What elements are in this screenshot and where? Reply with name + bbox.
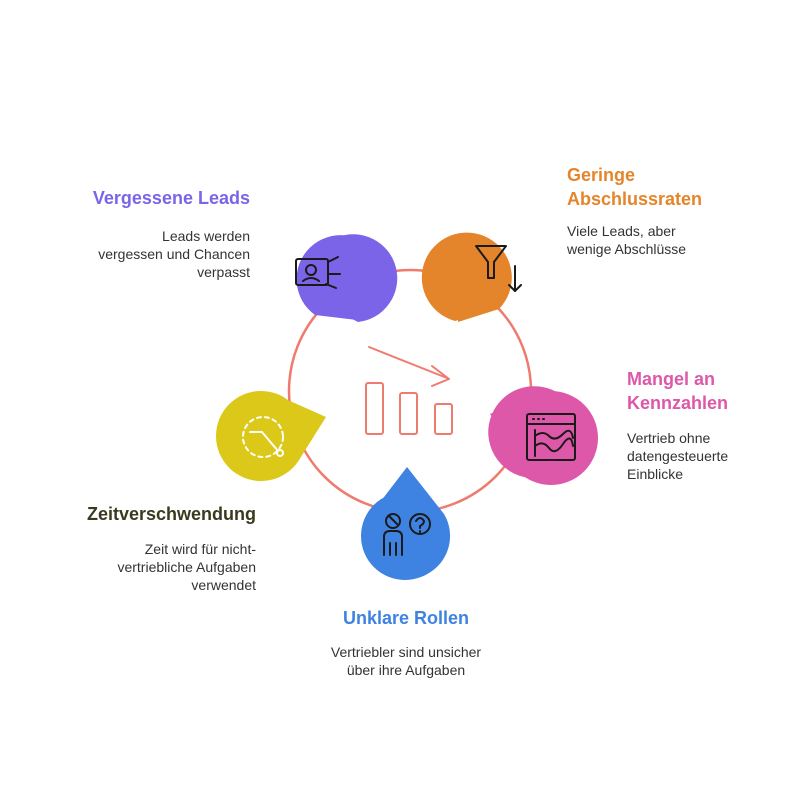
- node-geringe-abschlussraten: [421, 232, 522, 322]
- title-line: Abschlussraten: [567, 189, 703, 209]
- node-vergessene-leads: [295, 234, 398, 322]
- desc-line: verpasst: [197, 264, 250, 280]
- desc-line: über ihre Aufgaben: [346, 662, 466, 678]
- desc-line: verwendet: [191, 577, 256, 593]
- desc-line: datengesteuerte: [627, 448, 729, 464]
- desc-line: vertriebliche Aufgaben: [117, 559, 256, 575]
- desc-line: Leads werden: [162, 228, 250, 244]
- clock-decline-icon: [242, 416, 284, 458]
- desc-line: Einblicke: [627, 466, 684, 482]
- analytics-window-icon: [526, 413, 576, 461]
- person-question-icon: [383, 513, 431, 556]
- title-line: Kennzahlen: [627, 393, 729, 413]
- title-vergessene-leads: Vergessene Leads: [92, 188, 250, 208]
- desc-mangel-an-kennzahlen: Vertrieb ohne datengesteuerte Einblicke: [627, 429, 777, 483]
- title-line: Geringe: [567, 165, 636, 185]
- desc-line: Vertriebler sind unsicher: [330, 644, 482, 660]
- title-geringe-abschlussraten: Geringe Abschlussraten: [567, 163, 767, 211]
- desc-unklare-rollen: Vertriebler sind unsicher über ihre Aufg…: [286, 643, 526, 679]
- funnel-down-icon: [475, 245, 522, 292]
- title-line: Mangel an: [627, 369, 716, 389]
- desc-line: Viele Leads, aber: [567, 223, 676, 239]
- desc-vergessene-leads: Leads werden vergessen und Chancen verpa…: [40, 227, 250, 281]
- title-zeitverschwendung: Zeitverschwendung: [86, 504, 256, 524]
- title-mangel-an-kennzahlen: Mangel an Kennzahlen: [627, 367, 777, 415]
- node-unklare-rollen: [361, 467, 451, 580]
- bar-chart-with-trend-arrow-icon: [365, 346, 453, 435]
- desc-geringe-abschlussraten: Viele Leads, aber wenige Abschlüsse: [567, 222, 767, 258]
- title-unklare-rollen: Unklare Rollen: [342, 608, 470, 628]
- desc-line: Zeit wird für nicht-: [144, 541, 256, 557]
- desc-line: Vertrieb ohne: [627, 430, 711, 446]
- desc-line: vergessen und Chancen: [98, 246, 250, 262]
- node-vergessene-leads-drop: [309, 234, 398, 322]
- node-zeitverschwendung: [216, 391, 326, 481]
- desc-zeitverschwendung: Zeit wird für nicht- vertriebliche Aufga…: [40, 540, 256, 594]
- node-mangel-an-kennzahlen: [488, 386, 598, 485]
- desc-line: wenige Abschlüsse: [567, 241, 687, 257]
- money-hand-icon: [295, 256, 341, 289]
